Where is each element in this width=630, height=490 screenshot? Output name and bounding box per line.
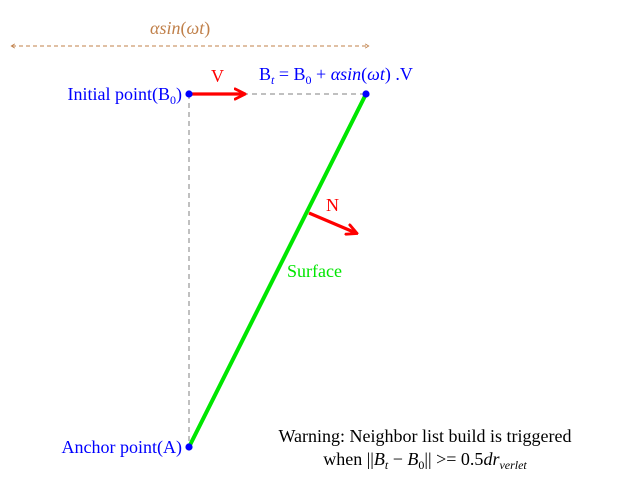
velocity-label: V — [211, 66, 224, 86]
anchor-point-label: Anchor point(A) — [62, 437, 182, 458]
anchor-point-dot — [185, 443, 193, 451]
warning-line-1: Warning: Neighbor list build is triggere… — [278, 426, 571, 446]
normal-arrow — [308, 211, 356, 233]
amplitude-label: αsin(ωt) — [150, 18, 210, 39]
surface-label: Surface — [287, 261, 342, 281]
bt-equation: Bt = B0 + αsin(ωt) .V — [259, 64, 413, 87]
surface-line — [187, 92, 368, 449]
warning-line-2: when ||Bt − B0|| >= 0.5drverlet — [323, 449, 527, 472]
initial-point-label: Initial point(B0) — [68, 84, 183, 107]
bt-point-dot — [362, 90, 370, 98]
initial-point-dot — [185, 90, 193, 98]
normal-label: N — [326, 195, 339, 215]
